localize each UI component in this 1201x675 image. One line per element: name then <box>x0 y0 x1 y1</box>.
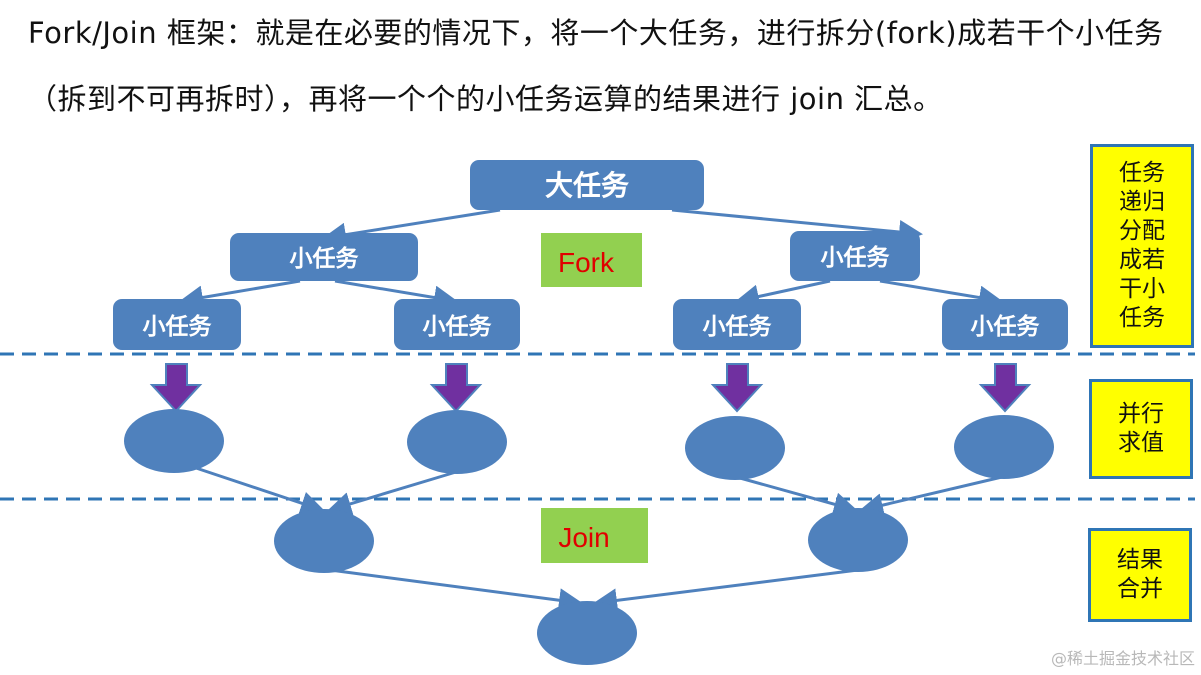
connector-right-leaf3 <box>735 279 831 309</box>
small-task-right: 小任务 <box>790 231 920 281</box>
fork-connectors <box>179 208 1003 310</box>
connector-left-leaf2 <box>334 279 458 310</box>
down-arrow-3 <box>710 363 764 413</box>
fork-tag: Fork <box>541 233 642 287</box>
connector-right-leaf4 <box>879 279 1003 310</box>
leaf-task-4: 小任务 <box>942 299 1068 350</box>
small-task-left-label: 小任务 <box>290 245 360 272</box>
down-arrow-2 <box>429 363 483 413</box>
connector-node3-join-right <box>739 476 858 516</box>
watermark: @稀土掘金技术社区 <box>1050 649 1195 668</box>
result-node-1 <box>124 409 224 473</box>
leaf-task-3-label: 小任务 <box>703 313 773 340</box>
side-label-parallel: 并行 求值 <box>1089 379 1193 479</box>
result-node-4 <box>954 415 1054 479</box>
connector-left-leaf1 <box>179 279 301 310</box>
intro-text: Fork/Join 框架：就是在必要的情况下，将一个大任务，进行拆分(fork)… <box>28 16 1164 116</box>
join-tag: Join <box>541 508 648 563</box>
leaf-task-2-label: 小任务 <box>423 313 493 340</box>
small-task-left: 小任务 <box>230 233 418 281</box>
result-node-3 <box>685 416 785 480</box>
root-task-label: 大任务 <box>545 169 629 202</box>
connector-node4-join-right <box>859 475 1003 517</box>
side-label-split: 任务 递归 分配 成若 干小 任务 <box>1090 144 1194 348</box>
side-label-merge: 结果 合并 <box>1088 528 1192 622</box>
small-task-right-label: 小任务 <box>821 244 891 271</box>
fork-tag-label: Fork <box>558 247 615 278</box>
leaf-task-2: 小任务 <box>394 299 520 350</box>
leaf-task-3: 小任务 <box>673 299 801 350</box>
connector-join-left-final <box>329 568 583 613</box>
join-node-left <box>274 509 374 573</box>
connector-node2-join-left <box>327 470 457 516</box>
root-task: 大任务 <box>470 160 704 210</box>
leaf-task-4-label: 小任务 <box>971 313 1041 340</box>
join-connectors <box>195 466 1003 613</box>
join-node-right <box>808 508 908 572</box>
leaf-task-1: 小任务 <box>113 299 241 350</box>
down-arrow-1 <box>149 363 203 413</box>
connector-join-right-final <box>593 568 859 613</box>
connector-node1-join-left <box>195 466 325 515</box>
join-tag-label: Join <box>558 522 609 553</box>
final-result-node <box>537 601 637 665</box>
down-arrow-4 <box>978 363 1032 413</box>
connector-root-right <box>671 208 923 244</box>
leaf-task-1-label: 小任务 <box>143 313 213 340</box>
result-node-2 <box>407 410 507 474</box>
